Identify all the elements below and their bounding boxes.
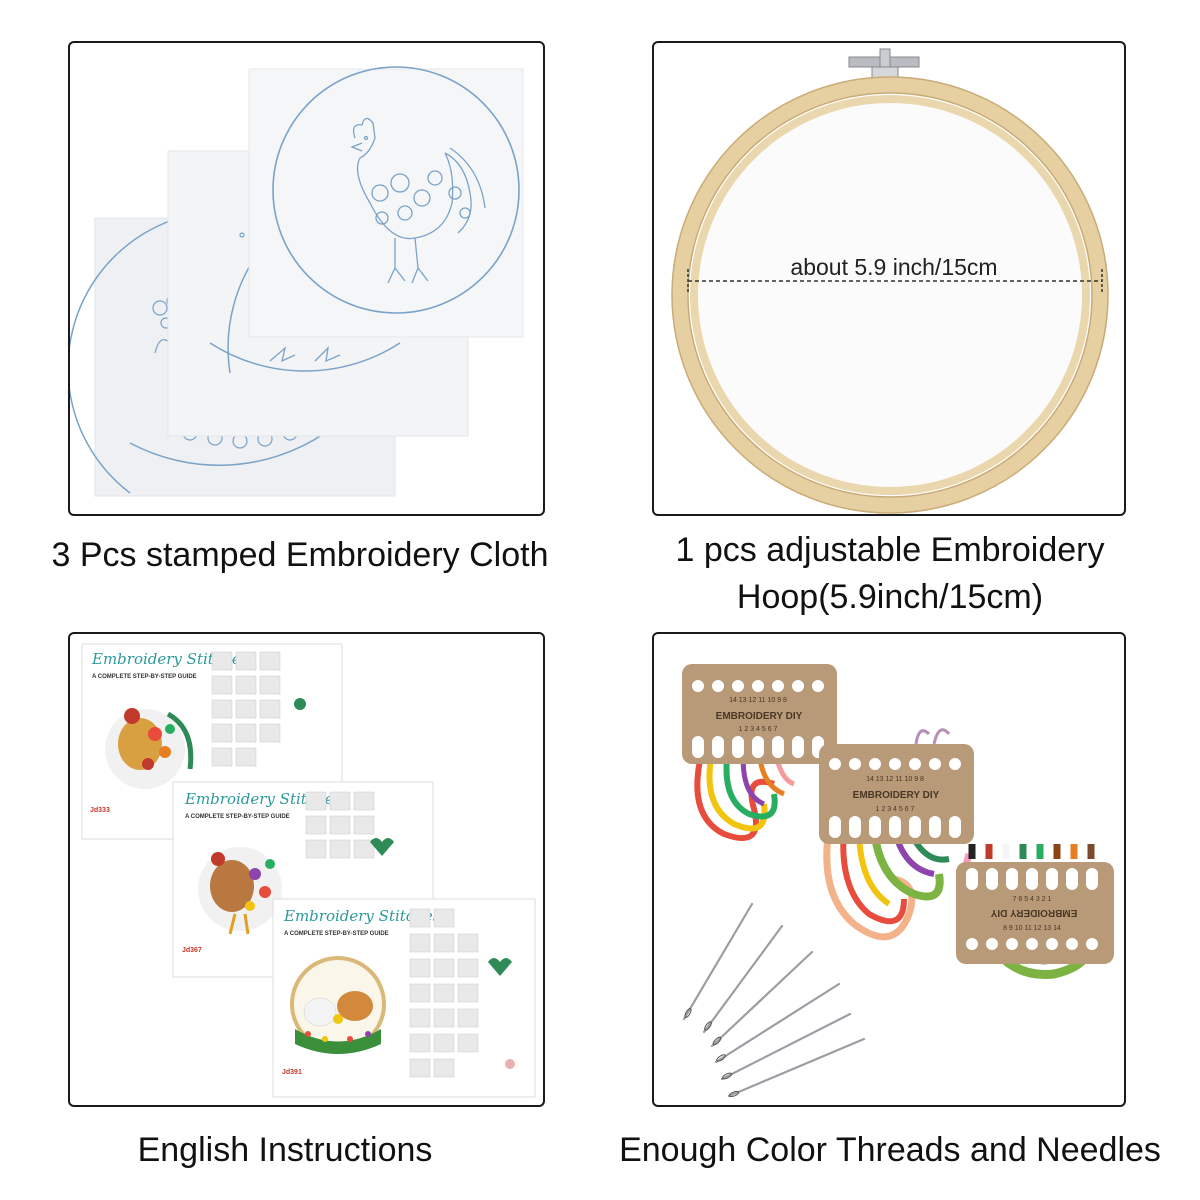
instructions-caption: English Instructions — [137, 1131, 433, 1169]
hoop-caption-line1: 1 pcs adjustable Embroidery — [675, 531, 1105, 569]
cloth-panel — [68, 41, 545, 516]
thread-card-2-bottom-numbers: 1 2 3 4 5 6 7 — [876, 806, 915, 813]
thread-card-2-label: EMBROIDERY DIY — [853, 790, 940, 801]
thread-card-1-bottom-numbers: 1 2 3 4 5 6 7 — [739, 726, 778, 733]
sheet-1-subtitle: A COMPLETE STEP-BY-STEP GUIDE — [92, 674, 197, 680]
cloth-sheet-1 — [248, 66, 524, 338]
instructions-panel: Embroidery Stitches A COMPLETE STEP-BY-S… — [68, 632, 545, 1107]
thread-card-1: EMBROIDERY DIY 1 2 3 4 5 6 7 14 13 12 11… — [682, 664, 837, 841]
thread-card-3-top-numbers: 7 6 5 4 3 2 1 — [1013, 896, 1052, 903]
cloth-caption: 3 Pcs stamped Embroidery Cloth — [51, 536, 549, 574]
instruction-sheet-3: Embroidery Stitches A COMPLETE STEP-BY-S… — [272, 898, 536, 1098]
sheet-2-code: Jd367 — [182, 947, 202, 954]
thread-card-1-label: EMBROIDERY DIY — [716, 711, 803, 722]
hoop-outer-ring — [672, 77, 1108, 513]
sheet-1-title: Embroidery Stitches — [91, 650, 249, 668]
threads-panel: EMBROIDERY DIY 1 2 3 4 5 6 7 14 13 12 11… — [652, 632, 1126, 1107]
sheet-3-code: Jd391 — [282, 1069, 302, 1076]
thread-card-3-bottom-numbers: 8 9 10 11 12 13 14 — [1003, 925, 1061, 932]
threads-caption: Enough Color Threads and Needles — [619, 1131, 1161, 1169]
thread-card-3-label: EMBROIDERY DIY — [990, 907, 1077, 918]
hoop-caption-line2: Hoop(5.9inch/15cm) — [736, 578, 1044, 616]
hoop-panel: about 5.9 inch/15cm — [652, 41, 1126, 516]
sheet-2-title: Embroidery Stitches — [184, 790, 342, 808]
thread-card-2: EMBROIDERY DIY 1 2 3 4 5 6 7 14 13 12 11… — [819, 728, 974, 941]
hoop-measure-label: about 5.9 inch/15cm — [790, 254, 997, 280]
thread-card-1-top-numbers: 14 13 12 11 10 9 8 — [729, 697, 787, 704]
thread-card-3: 7 6 5 4 3 2 1 EMBROIDERY DIY 8 9 10 11 1… — [956, 844, 1114, 979]
thread-card-2-top-numbers: 14 13 12 11 10 9 8 — [866, 776, 924, 783]
sheet-2-subtitle: A COMPLETE STEP-BY-STEP GUIDE — [185, 814, 290, 820]
needles-icon — [682, 902, 866, 1098]
sheet-3-title: Embroidery Stitches — [283, 907, 441, 925]
embroidery-hoop-illustration: about 5.9 inch/15cm — [671, 48, 1109, 514]
sheet-1-code: Jd333 — [90, 807, 110, 814]
stamped-cloth-illustration — [70, 66, 524, 497]
hoop-inner-ring — [690, 95, 1090, 495]
instruction-sheets-illustration: Embroidery Stitches A COMPLETE STEP-BY-S… — [81, 643, 536, 1098]
sheet-3-subtitle: A COMPLETE STEP-BY-STEP GUIDE — [284, 931, 389, 937]
threads-needles-illustration: EMBROIDERY DIY 1 2 3 4 5 6 7 14 13 12 11… — [682, 664, 1114, 1098]
